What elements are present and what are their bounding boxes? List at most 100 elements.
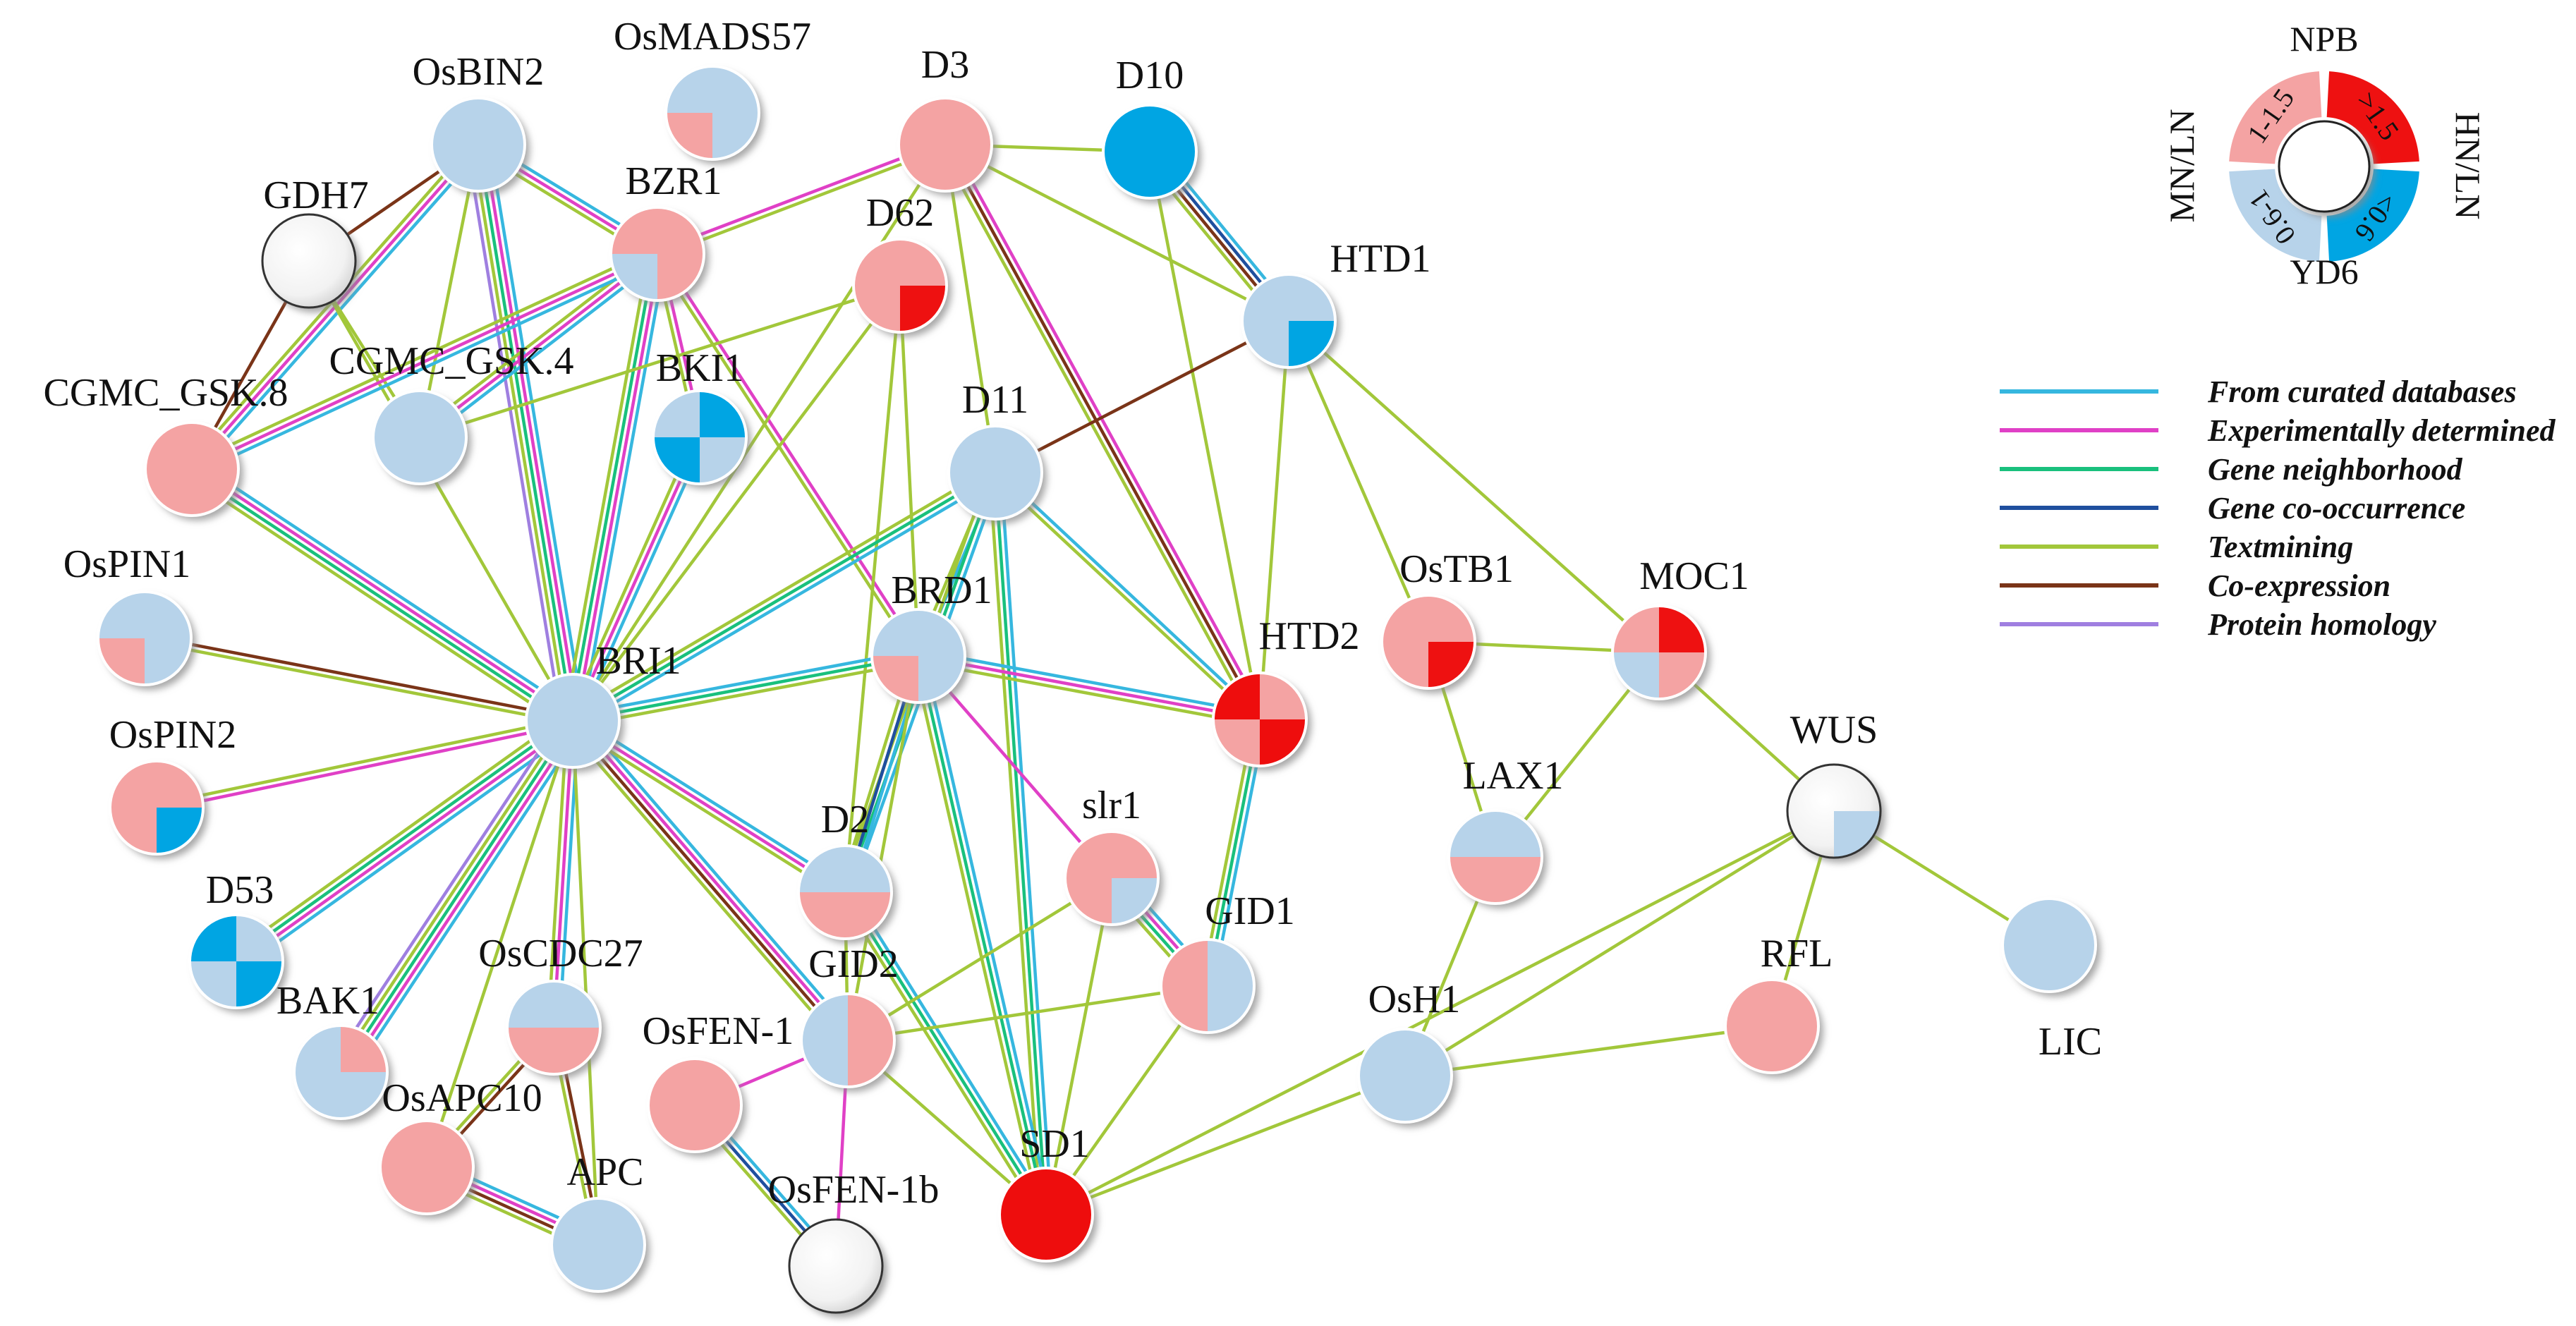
edge-D62-BRI1 [571,284,901,722]
key-quadrant-tr [2326,71,2419,164]
edge-line-textmining [188,247,656,466]
node-BRI1[interactable]: BRI1 [525,639,681,769]
node-rim [1357,1028,1453,1124]
node-label: BRD1 [891,568,992,612]
node-label: OsBIN2 [413,50,545,94]
edge-line-curated [487,142,586,719]
node-label: SD1 [1019,1122,1090,1166]
edge-WUS-OsH1 [1404,810,1835,1077]
edge-line-textmining [898,285,921,657]
edge-OsH1-SD1 [1045,1073,1406,1217]
node-label: OsPIN2 [109,713,236,757]
node-BRD1[interactable]: BRD1 [870,568,992,704]
node-D62[interactable]: D62 [852,191,948,334]
edge-D3-BRI1 [571,143,947,722]
key-right-label: HN/LN [2448,112,2488,220]
edge-line-textmining [1045,1073,1406,1217]
edge-line-textmining [155,716,573,807]
node-quadrant-bl [1161,986,1208,1033]
key-quadrant-bl [2229,169,2322,262]
node-BZR1[interactable]: BZR1 [609,159,722,302]
node-GID2[interactable]: GID2 [800,942,899,1088]
edge-line-textmining [425,720,575,1168]
node-APC[interactable]: APC [550,1150,646,1293]
node-OsMADS57[interactable]: OsMADS57 [614,15,811,161]
node-OsCDC27[interactable]: OsCDC27 [478,932,643,1076]
node-label: BKI1 [656,346,743,390]
node-quadrant-tl [190,915,236,961]
node-OsAPC10[interactable]: OsAPC10 [379,1076,542,1215]
edge-line-experimental [344,723,579,1076]
edge-line-experimental [237,722,576,966]
node-CGMC_GSK.8[interactable]: CGMC_GSK.8 [44,371,288,517]
edge-D11-SD1 [988,472,1054,1215]
node-LIC[interactable]: LIC [2001,897,2102,1064]
node-OsH1[interactable]: OsH1 [1357,978,1460,1124]
node-OsFEN-1b[interactable]: OsFEN-1b [768,1168,940,1314]
node-OsBIN2[interactable]: OsBIN2 [413,50,545,193]
edge-line-neighborhood [916,655,1048,1215]
edge-line-experimental [552,720,575,1028]
node-label: BRI1 [595,639,681,683]
edge-line-textmining [846,655,921,1041]
edge-line-curated [919,648,1261,716]
edge-line-textmining [944,142,1290,323]
edge-line-textmining [839,894,1043,1219]
edge-line-curated [578,714,856,1036]
edge-line-curated [579,255,668,723]
node-LAX1[interactable]: LAX1 [1447,754,1564,905]
node-D3[interactable]: D3 [897,43,993,193]
edge-line-experimental [918,654,1260,722]
node-rim [2001,897,2097,993]
edge-line-experimental [192,465,576,720]
node-BAK1[interactable]: BAK1 [277,979,389,1120]
edge-line-textmining [843,285,902,893]
node-circle [1103,105,1196,198]
node-CGMC_GSK.4[interactable]: CGMC_GSK.4 [329,339,574,485]
node-quadrant-tr [1659,606,1706,652]
edge-line-textmining [571,720,600,1246]
expression-key: NPB YD6 MN/LN HN/LN 1-1.5 >1.5 0.6-1 <0.… [2162,19,2488,291]
edge-line-curated [575,714,849,889]
key-quadrant-tl [2229,71,2322,164]
node-BKI1[interactable]: BKI1 [652,346,748,485]
node-GID1[interactable]: GID1 [1160,889,1295,1034]
node-slr1[interactable]: slr1 [1064,784,1160,926]
node-GDH7[interactable]: GDH7 [261,174,369,309]
node-RFL[interactable]: RFL [1724,932,1833,1074]
node-SD1[interactable]: SD1 [998,1122,1094,1263]
edge-line-neighborhood [476,144,575,722]
node-HTD2[interactable]: HTD2 [1212,614,1360,767]
node-D10[interactable]: D10 [1102,54,1198,200]
edge-line-textmining [657,145,947,258]
node-quadrant-br [1495,857,1542,904]
node-OsPIN1[interactable]: OsPIN1 [63,542,193,686]
node-WUS[interactable]: WUS [1786,708,1882,859]
edge-line-textmining [911,657,1043,1217]
node-circle [145,422,238,516]
node-rim [870,608,966,704]
node-OsPIN2[interactable]: OsPIN2 [109,713,236,856]
node-quadrant-tr [1260,673,1306,719]
node-D2[interactable]: D2 [797,798,893,940]
node-rim [1160,938,1256,1034]
node-D11[interactable]: D11 [947,378,1043,521]
node-OsFEN-1[interactable]: OsFEN-1 [643,1009,794,1153]
node-quadrant-bl [507,1028,554,1074]
node-MOC1[interactable]: MOC1 [1611,554,1749,700]
edge-HTD1-MOC1 [1287,320,1660,654]
edge-line-curated [848,888,1052,1212]
node-circle [949,426,1042,519]
edge-line-curated [195,461,578,715]
key-left-label: MN/LN [2162,109,2201,222]
node-rim [1447,809,1543,905]
edge-BRI1-D53 [230,712,579,970]
node-OsTB1[interactable]: OsTB1 [1380,547,1514,690]
edge-OsBIN2-CGMC_GSK.4 [418,144,480,438]
key-ring [2229,71,2419,262]
node-D53[interactable]: D53 [188,868,284,1009]
node-label: MOC1 [1639,554,1749,598]
node-label: OsFEN-1b [768,1168,940,1212]
node-HTD1[interactable]: HTD1 [1241,237,1431,369]
